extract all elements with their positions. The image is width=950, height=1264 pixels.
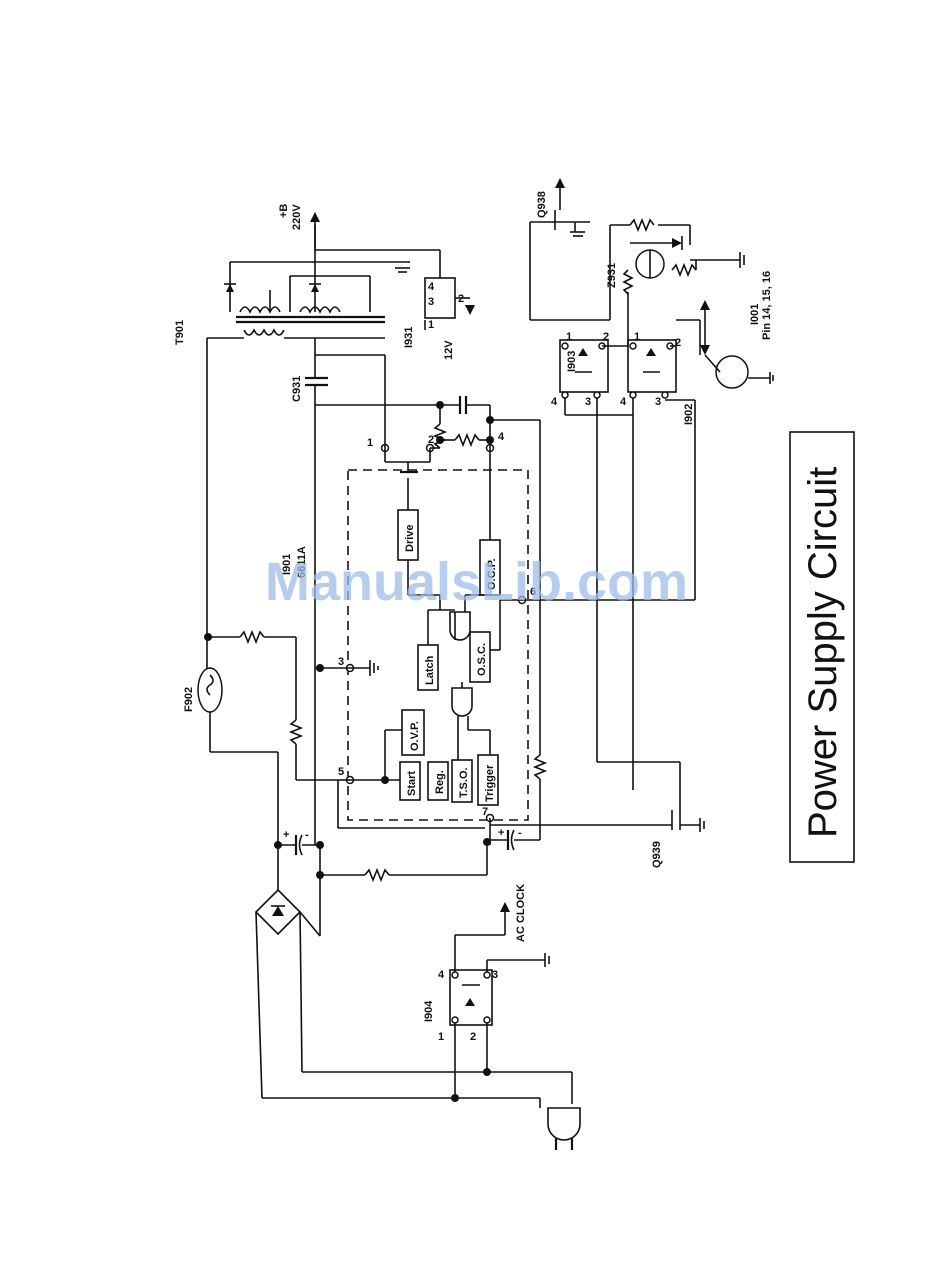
ic-pin-5: 5 — [338, 766, 344, 778]
trigger-label: Trigger — [484, 764, 496, 802]
bottom-blocks — [350, 755, 498, 805]
i902-label: I902 — [683, 404, 695, 425]
ac-plug-icon — [455, 1072, 580, 1150]
i931-label: I931 — [403, 327, 415, 348]
optocoupler-i902 — [628, 340, 676, 398]
latch-label: Latch — [424, 655, 436, 685]
i902-pin-3: 3 — [655, 396, 661, 408]
i904-pin-2: 2 — [470, 1031, 476, 1043]
watermark: ManualsLib.com — [265, 552, 688, 612]
i931-12v-label: 12V — [443, 340, 455, 360]
optocoupler-i904 — [450, 902, 549, 1098]
b-plus-label: +B — [278, 204, 290, 218]
ic-pin-1: 1 — [367, 437, 373, 449]
i931-pin-1: 1 — [428, 319, 434, 331]
i903-label: I903 — [566, 351, 578, 372]
z931-network — [610, 220, 744, 320]
i902-pin-2: 2 — [675, 337, 681, 349]
i904-pin-1: 1 — [438, 1031, 444, 1043]
b-220v-label: 220V — [291, 204, 303, 230]
ac-clock-label: AC CLOCK — [515, 884, 527, 942]
f902-label: F902 — [183, 687, 195, 712]
q938-label: Q938 — [536, 191, 548, 218]
c1-plus: + — [283, 829, 289, 841]
i902-pin-1: 1 — [634, 331, 640, 343]
i001-label: I001 — [749, 304, 761, 325]
pin3-ground — [315, 660, 378, 676]
i931-pin-3: 3 — [428, 296, 434, 308]
ovp-label: O.V.P. — [409, 721, 421, 751]
i903-pin-2: 2 — [603, 331, 609, 343]
bridge-rectifier — [256, 842, 572, 1098]
osc-label: O.S.C. — [476, 643, 488, 676]
i903-pin-4: 4 — [551, 396, 558, 408]
z931-label: Z931 — [606, 263, 618, 288]
c931-label: C931 — [291, 376, 303, 402]
i904-label: I904 — [423, 1000, 435, 1022]
page-title: Power Supply Circuit — [801, 467, 845, 838]
ic-pin-2: 2 — [428, 434, 434, 446]
i931-pin-2: 2 — [458, 293, 464, 305]
tso-label: T.S.O. — [458, 767, 470, 798]
q939-label: Q939 — [651, 841, 663, 868]
ic-pin-3: 3 — [338, 656, 344, 668]
transformer-t901 — [207, 212, 420, 338]
ic-pin-7: 7 — [482, 806, 488, 818]
start-label: Start — [406, 771, 418, 796]
i902-pin-4: 4 — [620, 396, 627, 408]
c1-minus: - — [305, 829, 309, 841]
i903-pin-3: 3 — [585, 396, 591, 408]
q939-transistor — [490, 762, 704, 832]
i903-pin-1: 1 — [566, 331, 572, 343]
drive-label: Drive — [404, 524, 416, 552]
i001-pins-label: Pin 14, 15, 16 — [761, 271, 773, 340]
ic-pin-4: 4 — [498, 431, 505, 443]
i931-pin-4: 4 — [428, 281, 435, 293]
and-gate-lower — [452, 682, 490, 760]
t901-label: T901 — [174, 320, 186, 345]
c2-plus: + — [498, 827, 504, 839]
reg-label: Reg. — [434, 770, 446, 794]
i904-pin-4: 4 — [438, 969, 445, 981]
c2-minus: - — [518, 827, 522, 839]
i904-pin-3: 3 — [492, 969, 498, 981]
